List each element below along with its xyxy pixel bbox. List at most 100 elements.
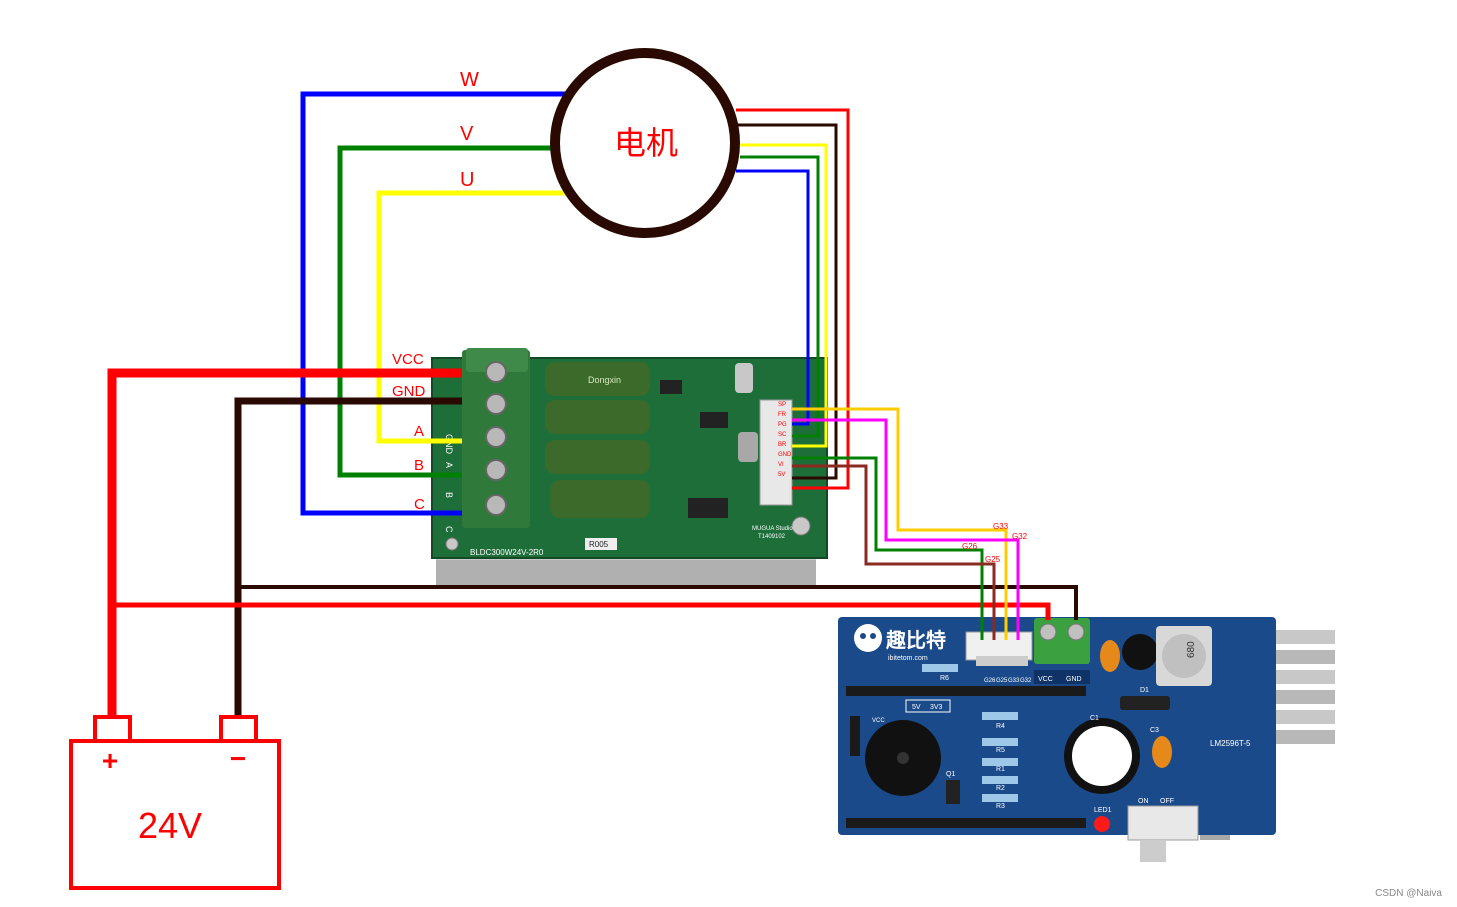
part-r6: R6	[940, 675, 949, 682]
driver-capacitors: Dongxin	[545, 362, 650, 518]
driver-ic	[700, 412, 728, 428]
switch-on-label: ON	[1138, 798, 1149, 805]
controller-site: ibitetom.com	[888, 655, 928, 662]
brand-logo-icon	[854, 624, 882, 652]
battery-minus-sign: −	[230, 743, 246, 774]
tantalum-cap-c3	[1152, 736, 1172, 768]
battery-body	[69, 739, 281, 890]
terminal-screw	[485, 459, 507, 481]
silk-c: C	[444, 526, 454, 533]
switch-off-label: OFF	[1160, 798, 1174, 805]
wire-hall-black	[738, 123, 838, 480]
cap-brand: Dongxin	[588, 375, 621, 385]
pin-g26-label: G26	[962, 542, 978, 551]
battery-plus-sign: +	[102, 745, 118, 776]
pin-g25-label: G25	[985, 555, 1001, 564]
terminal-screw	[485, 426, 507, 448]
part-r4: R4	[996, 723, 1005, 730]
silk-b: B	[444, 492, 454, 498]
part-c1: C1	[1090, 715, 1099, 722]
led-indicator	[1094, 816, 1110, 832]
battery-voltage: 24V	[138, 805, 202, 846]
part-r5: R5	[996, 747, 1005, 754]
small-electrolytic	[1122, 634, 1158, 670]
wire-battery-negative	[234, 397, 462, 718]
battery-negative-post	[219, 715, 258, 743]
controller-signal-connector	[965, 631, 1033, 661]
pin-label: BR	[778, 442, 787, 448]
pin-label: FR	[778, 412, 787, 418]
regulator-label: LM2596T-5	[1210, 739, 1251, 748]
wire-w-blue	[300, 91, 566, 516]
wire-u-yellow	[376, 190, 566, 444]
part-r1: R1	[996, 766, 1005, 773]
pin-label: SC	[778, 432, 787, 438]
driver-board-name: BLDC300W24V-2R0	[470, 548, 544, 557]
terminal-a-label: A	[414, 423, 424, 440]
inductor-value: 680	[1186, 641, 1197, 658]
part-3v3: 3V3	[930, 704, 943, 711]
part-5v: 5V	[912, 704, 921, 711]
battery: + − 24V	[69, 715, 281, 890]
part-vcc: VCC	[872, 718, 885, 724]
resistor-array	[922, 664, 1018, 802]
wire-hall-green	[740, 155, 820, 438]
battery-positive-post	[93, 715, 132, 743]
controller-power-terminal	[1034, 618, 1090, 664]
controller-brand: 趣比特	[885, 628, 946, 652]
phase-w-label: W	[460, 69, 479, 91]
motor-circle	[550, 48, 740, 238]
controller-vcc-label: VCC	[1038, 676, 1053, 683]
part-r3: R3	[996, 803, 1005, 810]
wire-hall-blue	[736, 169, 810, 426]
tantalum-cap	[1100, 640, 1120, 672]
terminal-b-label: B	[414, 457, 424, 474]
wire-hall-red	[736, 108, 850, 490]
header-label: G32	[1020, 678, 1032, 684]
driver-ic	[688, 498, 728, 518]
header-label: G26	[984, 678, 996, 684]
bldc-driver-board: GND A B C Dongxin SP FR PG SC BR GND VI …	[431, 348, 828, 588]
wire-signal-green	[792, 456, 984, 640]
pin-g32-label: G32	[1012, 532, 1028, 541]
silk-gnd: GND	[444, 434, 454, 455]
pin-label: VI	[778, 462, 784, 468]
phase-v-label: V	[460, 123, 474, 145]
terminal-screw	[485, 494, 507, 516]
part-r2: R2	[996, 785, 1005, 792]
wire-v-green	[337, 145, 554, 478]
wires	[107, 91, 1078, 718]
header-strip-bottom	[846, 818, 1086, 828]
motor-label: 电机	[614, 125, 678, 161]
part-c3: C3	[1150, 727, 1159, 734]
pin-label: PG	[778, 422, 787, 428]
wire-controller-vcc	[112, 602, 1051, 620]
pin-g33-label: G33	[993, 522, 1009, 531]
part-led1: LED1	[1094, 807, 1112, 814]
wire-signal-magenta	[792, 418, 1020, 640]
terminal-vcc-label: VCC	[392, 351, 424, 368]
header-label: G25	[996, 678, 1008, 684]
driver-date: T1409102	[758, 534, 786, 540]
wire-controller-gnd	[238, 585, 1078, 620]
watermark: CSDN @Naiva	[1375, 888, 1442, 899]
driver-maker: MUGUA Studio	[752, 526, 793, 532]
diode-d1	[1120, 696, 1170, 710]
wire-signal-darkred	[792, 464, 996, 640]
silk-a: A	[444, 462, 454, 468]
phase-u-label: U	[460, 169, 474, 191]
power-switch[interactable]	[1127, 805, 1199, 841]
header-label: G33	[1008, 678, 1020, 684]
controller-gnd-label: GND	[1066, 676, 1082, 683]
wire-signal-orange	[792, 407, 1008, 640]
controller-header-labels: G26 G25 G33 G32	[984, 678, 1032, 684]
driver-resistor-code: R005	[589, 540, 609, 549]
pin-label: 5V	[778, 472, 785, 478]
header-strip-top	[846, 686, 1086, 696]
terminal-screw	[485, 393, 507, 415]
wire-hall-yellow	[740, 143, 828, 448]
controller-board: 趣比特 ibitetom.com G26 G25 G33 G32 VCC GND…	[838, 617, 1335, 862]
wire-battery-positive	[107, 368, 462, 718]
driver-signal-connector	[759, 399, 793, 506]
